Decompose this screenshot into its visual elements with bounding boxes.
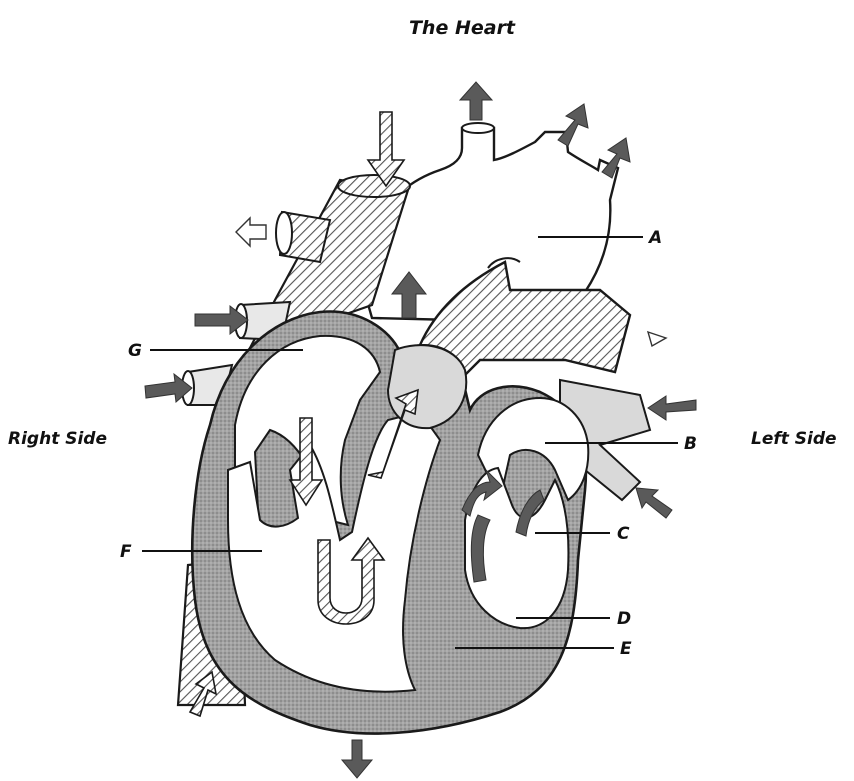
label-a: A [647, 228, 662, 248]
label-f: F [120, 542, 132, 562]
diagram-title: The Heart [409, 17, 516, 39]
label-b: B [684, 434, 697, 454]
label-g: G [128, 341, 142, 361]
label-d: D [617, 609, 631, 629]
label-e: E [620, 639, 632, 659]
label-c: C [617, 524, 630, 544]
left-side-label: Left Side [751, 429, 837, 449]
right-side-label: Right Side [8, 429, 107, 449]
